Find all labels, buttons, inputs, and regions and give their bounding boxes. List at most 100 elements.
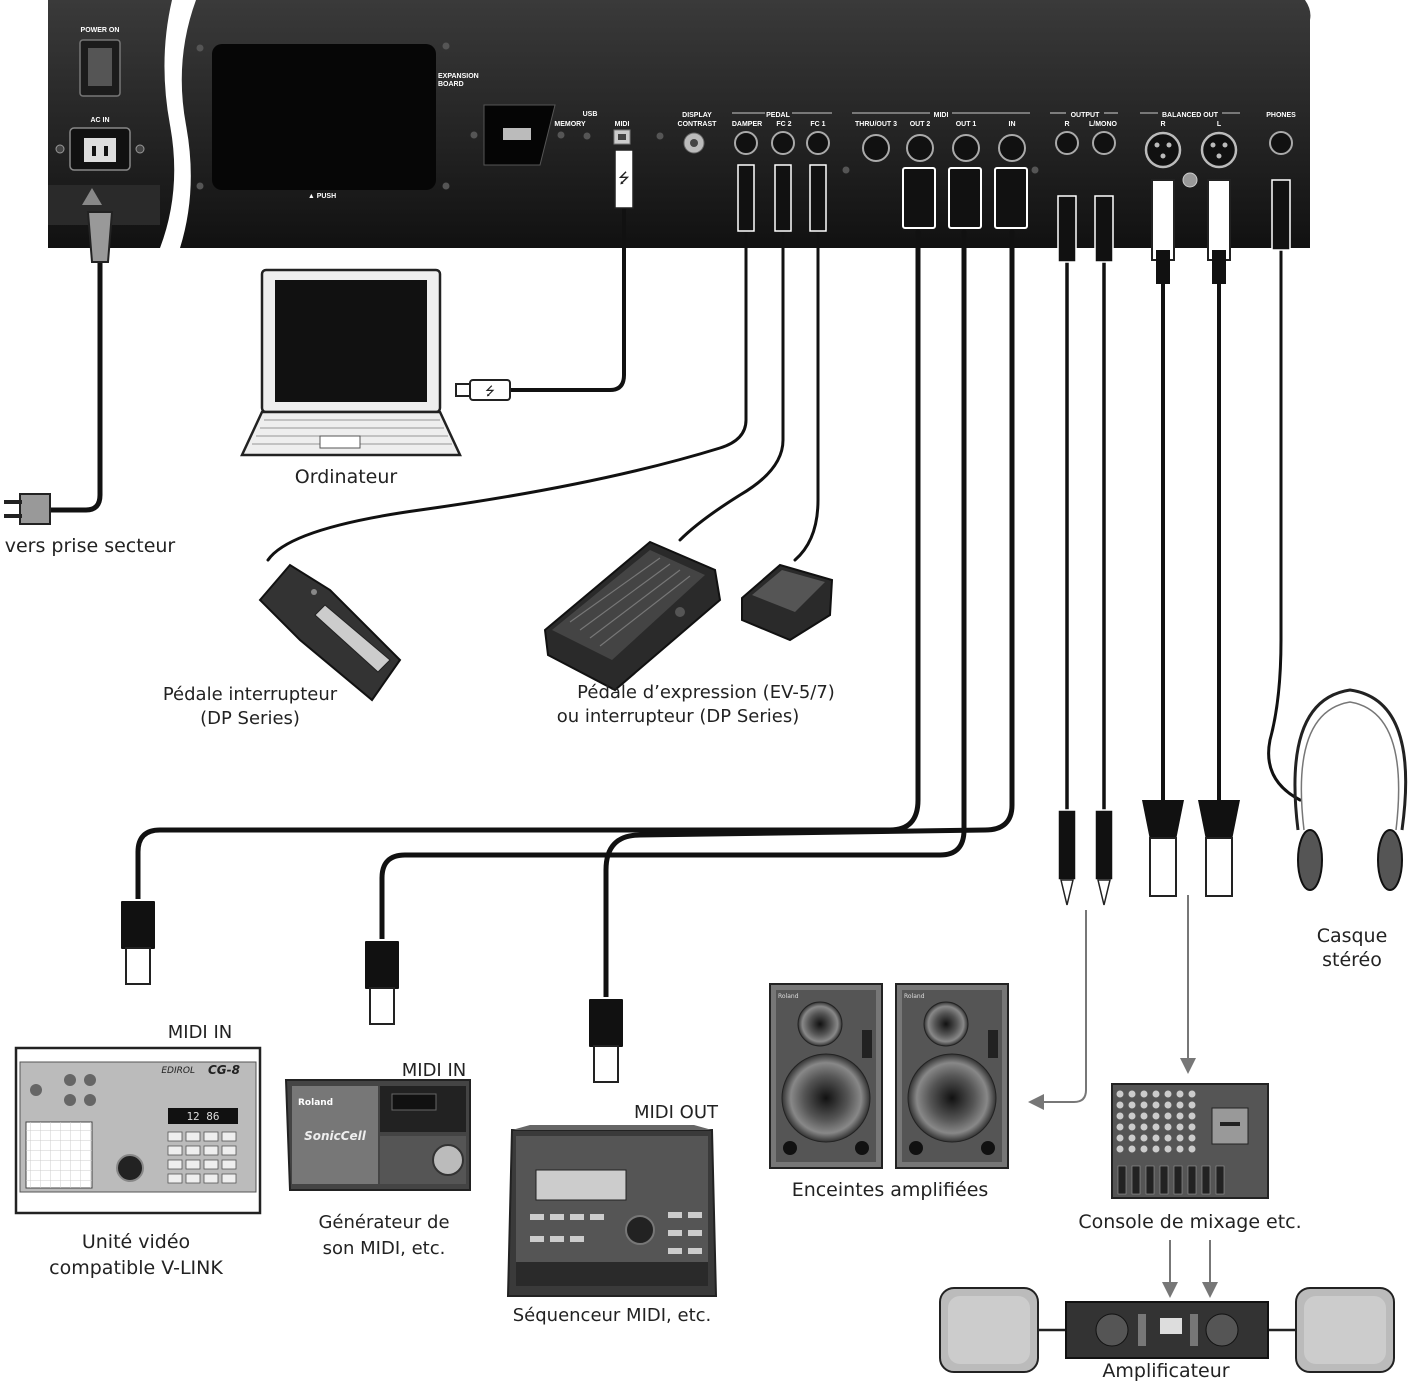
phones-jack [1269, 131, 1293, 155]
mixer-knob [1128, 1123, 1136, 1131]
amplifier-label: Amplificateur [1102, 1360, 1229, 1382]
sound-gen-label-2: son MIDI, etc. [323, 1238, 446, 1259]
out2-label: OUT 2 [910, 121, 931, 128]
usb-midi-label: MIDI [615, 121, 630, 128]
display-label-2: CONTRAST [678, 121, 718, 128]
mixer-knob [1188, 1123, 1196, 1131]
mixer-knob [1188, 1101, 1196, 1109]
sequencer-port-label: MIDI OUT [634, 1102, 719, 1123]
midi-out1-cable [379, 229, 967, 943]
pedal-label: PEDAL [766, 112, 790, 119]
switch-pedal-label-1: Pédale interrupteur [163, 684, 338, 705]
mixer-knob [1176, 1112, 1184, 1120]
routing-arrows [1040, 895, 1211, 1285]
mixer-knob [1188, 1112, 1196, 1120]
fc2-cable [678, 228, 785, 542]
mixer-knob [1116, 1101, 1124, 1109]
laptop-usb-plug: ⭍ [455, 379, 511, 401]
speaker-brand-left: Roland [778, 993, 799, 1000]
mixer-knob [1116, 1090, 1124, 1098]
panel-plugs: ⭍ [86, 149, 1291, 284]
headphones-icon [1293, 688, 1408, 891]
mixer-knob [1140, 1090, 1148, 1098]
balanced-r-label: R [1160, 121, 1165, 128]
vlink-model: CG-8 [208, 1063, 240, 1077]
mixer-knob [1128, 1145, 1136, 1153]
mixer-knob [1176, 1134, 1184, 1142]
sound-gen-port-label: MIDI IN [402, 1060, 467, 1081]
mixer-knob [1152, 1112, 1160, 1120]
mixer-knob [1176, 1123, 1184, 1131]
mixer-knob [1116, 1123, 1124, 1131]
mixer-knob [1188, 1090, 1196, 1098]
usb-plug-icon: ⭍ [618, 171, 630, 187]
mixer-knob [1188, 1145, 1196, 1153]
fc2-label: FC 2 [776, 121, 791, 128]
device-midi-plugs [119, 899, 625, 1049]
computer-label: Ordinateur [295, 466, 398, 488]
mixer-knob [1176, 1090, 1184, 1098]
expansion-board-slot [212, 44, 436, 190]
sound-gen-model: SonicCell [304, 1129, 367, 1143]
mixer-knob [1128, 1134, 1136, 1142]
vlink-video-unit: 12 86 EDIROL CG-8 [14, 1046, 262, 1215]
expression-pedal-icon [543, 540, 722, 692]
balanced-l-label: L [1217, 121, 1222, 128]
ac-in-label: AC IN [90, 117, 109, 124]
midi-sequencer [506, 1125, 718, 1297]
damper-pedal-icon [258, 563, 402, 702]
vlink-brand: EDIROL [161, 1066, 195, 1076]
vlink-port-label: MIDI IN [168, 1022, 233, 1043]
balanced-r-xlr [1144, 131, 1182, 169]
fc1-label: FC 1 [810, 121, 825, 128]
power-on-label: POWER ON [81, 27, 120, 34]
vlink-unit-label-2: compatible V-LINK [49, 1257, 223, 1279]
damper-label: DAMPER [732, 121, 762, 128]
mixer-knob [1152, 1090, 1160, 1098]
thru-out3-label: THRU/OUT 3 [855, 121, 897, 128]
damper-cable [266, 228, 748, 562]
power-plug-end [4, 493, 51, 525]
midi-label: MIDI [934, 112, 949, 119]
fc1-cable [793, 228, 820, 562]
mixer-knob [1152, 1101, 1160, 1109]
expansion-label-2: BOARD [438, 81, 464, 88]
rear-panel: POWER ON AC IN EXPANSION BOARD ▲ PUSH US… [48, 0, 1311, 248]
output-lmono-jack [1092, 131, 1116, 155]
mixer-knob [1116, 1145, 1124, 1153]
mixer-knob [1116, 1112, 1124, 1120]
mixer-knob [1164, 1112, 1172, 1120]
power-cable [47, 257, 103, 513]
out1-label: OUT 1 [956, 121, 977, 128]
mixer-knob [1164, 1145, 1172, 1153]
mixing-console [1111, 1083, 1269, 1199]
headphones-label-2: stéréo [1322, 949, 1382, 971]
mixer-knob [1140, 1134, 1148, 1142]
expression-pedal-label-2: ou interrupteur (DP Series) [557, 706, 800, 727]
in-label: IN [1009, 121, 1016, 128]
mixer-knob [1140, 1145, 1148, 1153]
cables [47, 204, 1302, 1003]
mixer-knob [1152, 1145, 1160, 1153]
phones-cable [1267, 248, 1302, 802]
display-label-1: DISPLAY [682, 112, 712, 119]
mixer-knob [1176, 1145, 1184, 1153]
output-r-jack [1055, 131, 1079, 155]
mixer-knob [1128, 1112, 1136, 1120]
output-lmono-label: L/MONO [1089, 121, 1118, 128]
sound-gen-label-1: Générateur de [318, 1212, 449, 1233]
mixer-knob [1152, 1123, 1160, 1131]
sequencer-label: Séquenceur MIDI, etc. [513, 1305, 712, 1326]
fc2-jack [771, 131, 795, 155]
laptop-icon [240, 268, 462, 457]
out2-port [906, 134, 934, 162]
balanced-out-label: BALANCED OUT [1162, 112, 1219, 119]
usb-memory-label: MEMORY [554, 121, 586, 128]
output-plug-ends [1057, 800, 1240, 906]
power-outlet-label: vers prise secteur [5, 535, 176, 557]
mixer-knob [1164, 1123, 1172, 1131]
damper-jack [734, 131, 758, 155]
mixer-knob [1164, 1090, 1172, 1098]
mixer-knob [1140, 1123, 1148, 1131]
